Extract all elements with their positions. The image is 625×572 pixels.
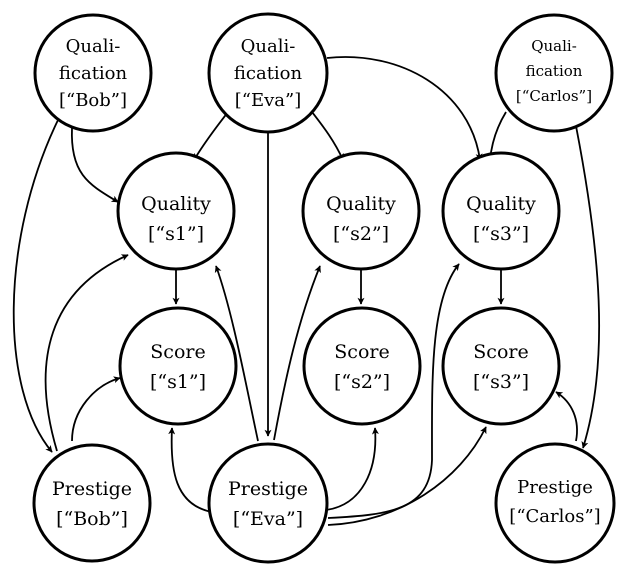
node-label-line3: [“Carlos”] (516, 87, 592, 105)
node-label-line2: [“Bob”] (56, 508, 128, 530)
edge-prestige-bob-to-quality-s1 (44, 254, 129, 452)
edge-prestige-eva-to-quality-s2 (273, 265, 321, 441)
node-prestige-bob: Prestige [“Bob”] (32, 443, 152, 563)
node-label-line2: [“s1”] (148, 223, 204, 245)
node-qualification-carlos: Quali- fication [“Carlos”] (494, 13, 614, 133)
node-quality-s3: Quality [“s3”] (441, 151, 561, 271)
node-label-line1: Quality (326, 193, 396, 215)
node-label-line2: fication (234, 63, 303, 84)
node-qualification-eva: Quali- fication [“Eva”] (207, 12, 329, 134)
node-label-line2: [“s3”] (473, 371, 529, 393)
node-label-line2: [“s3”] (473, 223, 529, 245)
edges (12, 56, 601, 526)
node-label-line2: [“s1”] (150, 371, 206, 393)
node-score-s2: Score [“s2”] (302, 306, 422, 426)
node-label-line1: Quality (466, 193, 536, 215)
node-prestige-eva: Prestige [“Eva”] (207, 442, 329, 564)
edge-prestige-eva-to-quality-s1 (214, 265, 259, 442)
edge-qual-carlos-to-prestige-carlos (575, 125, 601, 449)
node-label-line1: Quality (141, 193, 211, 215)
node-quality-s2: Quality [“s2”] (301, 151, 421, 271)
node-score-s1: Score [“s1”] (118, 306, 238, 426)
node-label-line1: Prestige (228, 478, 308, 500)
node-label-line2: fication (59, 63, 128, 84)
node-qualification-bob: Quali- fication [“Bob”] (33, 13, 153, 133)
edge-prestige-eva-to-score-s3 (327, 426, 487, 526)
edge-qual-bob-to-quality-s1 (71, 127, 119, 203)
nodes: Quali- fication [“Bob”] Quali- fication … (32, 12, 616, 564)
node-quality-s1: Quality [“s1”] (116, 151, 236, 271)
node-label-line1: Score (473, 341, 528, 363)
node-score-s3: Score [“s3”] (441, 306, 561, 426)
node-label-line1: Quali- (531, 37, 577, 55)
node-prestige-carlos: Prestige [“Carlos”] (494, 442, 616, 564)
edge-prestige-eva-to-score-s1 (168, 427, 213, 513)
node-label-line2: [“s2”] (334, 371, 390, 393)
node-label-line2: [“s2”] (333, 223, 389, 245)
edge-prestige-eva-to-score-s2 (325, 427, 379, 511)
edge-qual-bob-to-prestige-bob (12, 119, 59, 453)
node-label-line2: [“Eva”] (233, 508, 303, 530)
node-label-line1: Prestige (517, 477, 593, 498)
node-label-line2: fication (526, 62, 583, 80)
node-label-line1: Quali- (241, 36, 296, 57)
node-label-line1: Quali- (66, 36, 121, 57)
edge-qual-eva-to-quality-s1 (193, 111, 229, 161)
edge-prestige-carlos-to-score-s3 (555, 391, 578, 442)
node-label-line1: Score (150, 341, 205, 363)
node-label-line2: [“Carlos”] (509, 506, 600, 527)
node-label-line3: [“Bob”] (59, 90, 127, 111)
edge-qual-eva-to-quality-s3 (326, 56, 483, 161)
edge-qual-eva-to-quality-s2 (311, 111, 344, 161)
edge-prestige-eva-to-quality-s3 (327, 263, 460, 519)
node-label-line1: Score (334, 341, 389, 363)
edge-prestige-bob-to-score-s1 (71, 376, 121, 442)
node-label-line3: [“Eva”] (235, 90, 302, 111)
node-label-line1: Prestige (52, 478, 132, 500)
